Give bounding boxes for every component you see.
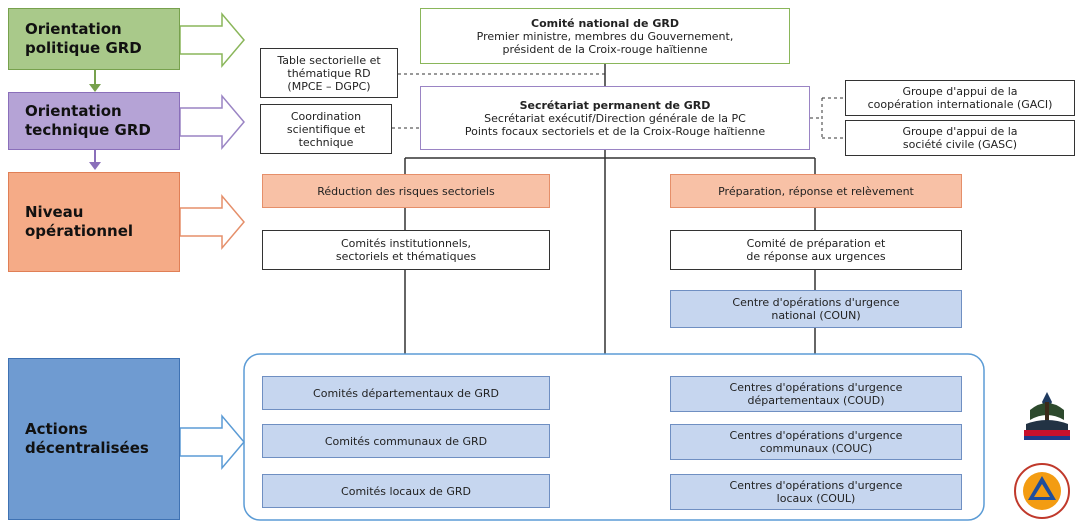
haiti-coat-of-arms-icon: [1024, 392, 1070, 440]
comite-national-box: Comité national de GRD Premier ministre,…: [420, 8, 790, 64]
table-sectorielle-box: Table sectorielle et thématique RD (MPCE…: [260, 48, 398, 98]
right-arrow-icon: [179, 413, 245, 471]
coun-box: Centre d'opérations d'urgence national (…: [670, 290, 962, 328]
down-arrow-icon: [89, 84, 101, 92]
gaci-box: Groupe d'appui de la coopération interna…: [845, 80, 1075, 116]
level-orientation-politique: Orientation politique GRD: [8, 8, 180, 70]
coud-box: Centres d'opérations d'urgence départeme…: [670, 376, 962, 412]
coordination-box: Coordination scientifique et technique: [260, 104, 392, 154]
gasc-box: Groupe d'appui de la société civile (GAS…: [845, 120, 1075, 156]
secretariat-permanent-box: Secrétariat permanent de GRD Secrétariat…: [420, 86, 810, 150]
comite-preparation-box: Comité de préparation et de réponse aux …: [670, 230, 962, 270]
reduction-risques-box: Réduction des risques sectoriels: [262, 174, 550, 208]
secretariat-body: Secrétariat exécutif/Direction générale …: [464, 111, 766, 138]
decentralised-container: [243, 353, 985, 521]
comites-institutionnels-box: Comités institutionnels, sectoriels et t…: [262, 230, 550, 270]
down-arrow-icon: [89, 162, 101, 170]
comites-communaux-box: Comités communaux de GRD: [262, 424, 550, 458]
right-arrow-icon: [179, 11, 245, 69]
level-actions-decentralisees: Actions décentralisées: [8, 358, 180, 520]
right-arrow-icon: [179, 193, 245, 251]
couc-box: Centres d'opérations d'urgence communaux…: [670, 424, 962, 460]
right-arrow-icon: [179, 93, 245, 151]
secretariat-title: Secrétariat permanent de GRD: [519, 98, 711, 112]
coul-box: Centres d'opérations d'urgence locaux (C…: [670, 474, 962, 510]
preparation-reponse-box: Préparation, réponse et relèvement: [670, 174, 962, 208]
comites-departementaux-box: Comités départementaux de GRD: [262, 376, 550, 410]
comite-national-body: Premier ministre, membres du Gouvernemen…: [476, 29, 734, 56]
level-orientation-technique: Orientation technique GRD: [8, 92, 180, 150]
level-operationnel: Niveau opérationnel: [8, 172, 180, 272]
comites-locaux-box: Comités locaux de GRD: [262, 474, 550, 508]
comite-national-title: Comité national de GRD: [531, 16, 679, 30]
protection-civile-logo-icon: [1014, 463, 1070, 519]
